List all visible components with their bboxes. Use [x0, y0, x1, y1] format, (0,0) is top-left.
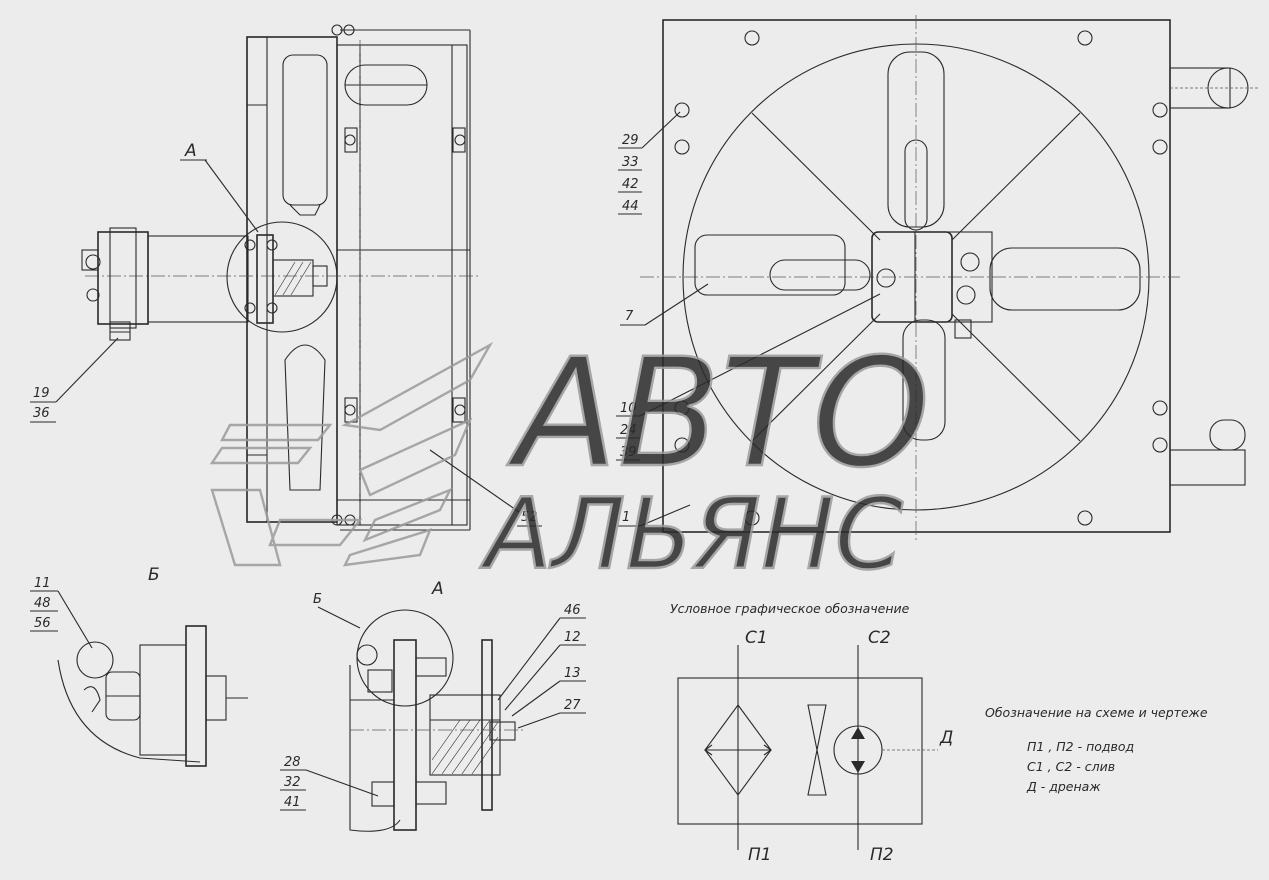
label-detail-b: Б: [148, 565, 160, 585]
stack-28-row0: 28: [284, 755, 301, 770]
watermark: АВТО АЛЬЯНС: [209, 326, 931, 593]
front-view: [640, 15, 1260, 540]
label-view-a-mid: А: [431, 579, 444, 599]
section-a: А Б 28 32 41 46 12 13: [280, 579, 586, 832]
stack-28-row1: 32: [284, 775, 301, 790]
label-46: 46: [564, 603, 581, 618]
watermark-logo: [209, 341, 494, 567]
detail-b: Б 11 48 56: [30, 565, 248, 767]
label-13: 13: [564, 666, 581, 681]
stack-29-row3: 44: [622, 199, 639, 214]
stack-29-row2: 42: [622, 177, 639, 192]
stack-10-row2: 39: [620, 445, 637, 460]
stack-10-row1: 24: [620, 423, 637, 438]
hydraulic-symbol: Условное графическое обозначение С1 С2 Д…: [670, 601, 953, 865]
stack-11-row1: 48: [34, 596, 51, 611]
right-leaders: 29 33 42 44 7 10 24 39 1: [616, 111, 881, 527]
left-leaders: А 19 36 52: [30, 141, 542, 527]
stack-29-row0: 29: [622, 133, 639, 148]
symbol-c1: С1: [745, 628, 768, 648]
legend-row1: П1 , П2 - подвод: [1027, 739, 1134, 754]
mounting-holes: [674, 30, 1168, 526]
legend: Обозначение на схеме и чертеже П1 , П2 -…: [985, 705, 1208, 794]
stack-29-row1: 33: [622, 155, 639, 170]
stack-19-row1: 36: [33, 406, 50, 421]
hydraulic-motor: [81, 227, 249, 341]
stack-19-row0: 19: [33, 386, 50, 401]
stack-28-row2: 41: [284, 795, 301, 810]
symbol-p1: П1: [748, 845, 772, 865]
legend-row2: С1 , С2 - слив: [1027, 759, 1115, 774]
label-detail-b-small: Б: [313, 592, 322, 607]
symbol-p2: П2: [870, 845, 894, 865]
symbol-d: Д: [939, 728, 953, 748]
stack-11-row0: 11: [34, 576, 51, 591]
legend-title: Обозначение на схеме и чертеже: [985, 705, 1208, 720]
stack-10-row0: 10: [620, 401, 637, 416]
label-27: 27: [564, 698, 581, 713]
legend-row3: Д - дренаж: [1026, 779, 1101, 794]
symbol-c2: С2: [868, 628, 891, 648]
detail-a-circle: [226, 221, 338, 333]
side-view: [81, 24, 480, 531]
watermark-line1: АВТО: [507, 327, 930, 501]
label-7: 7: [625, 309, 634, 324]
stack-11-row2: 56: [34, 616, 51, 631]
watermark-line2: АЛЬЯНС: [479, 478, 904, 592]
label-12: 12: [564, 630, 581, 645]
label-view-a: А: [184, 141, 197, 161]
label-1: 1: [622, 510, 630, 525]
symbol-caption: Условное графическое обозначение: [670, 601, 910, 616]
label-52: 52: [521, 510, 538, 525]
